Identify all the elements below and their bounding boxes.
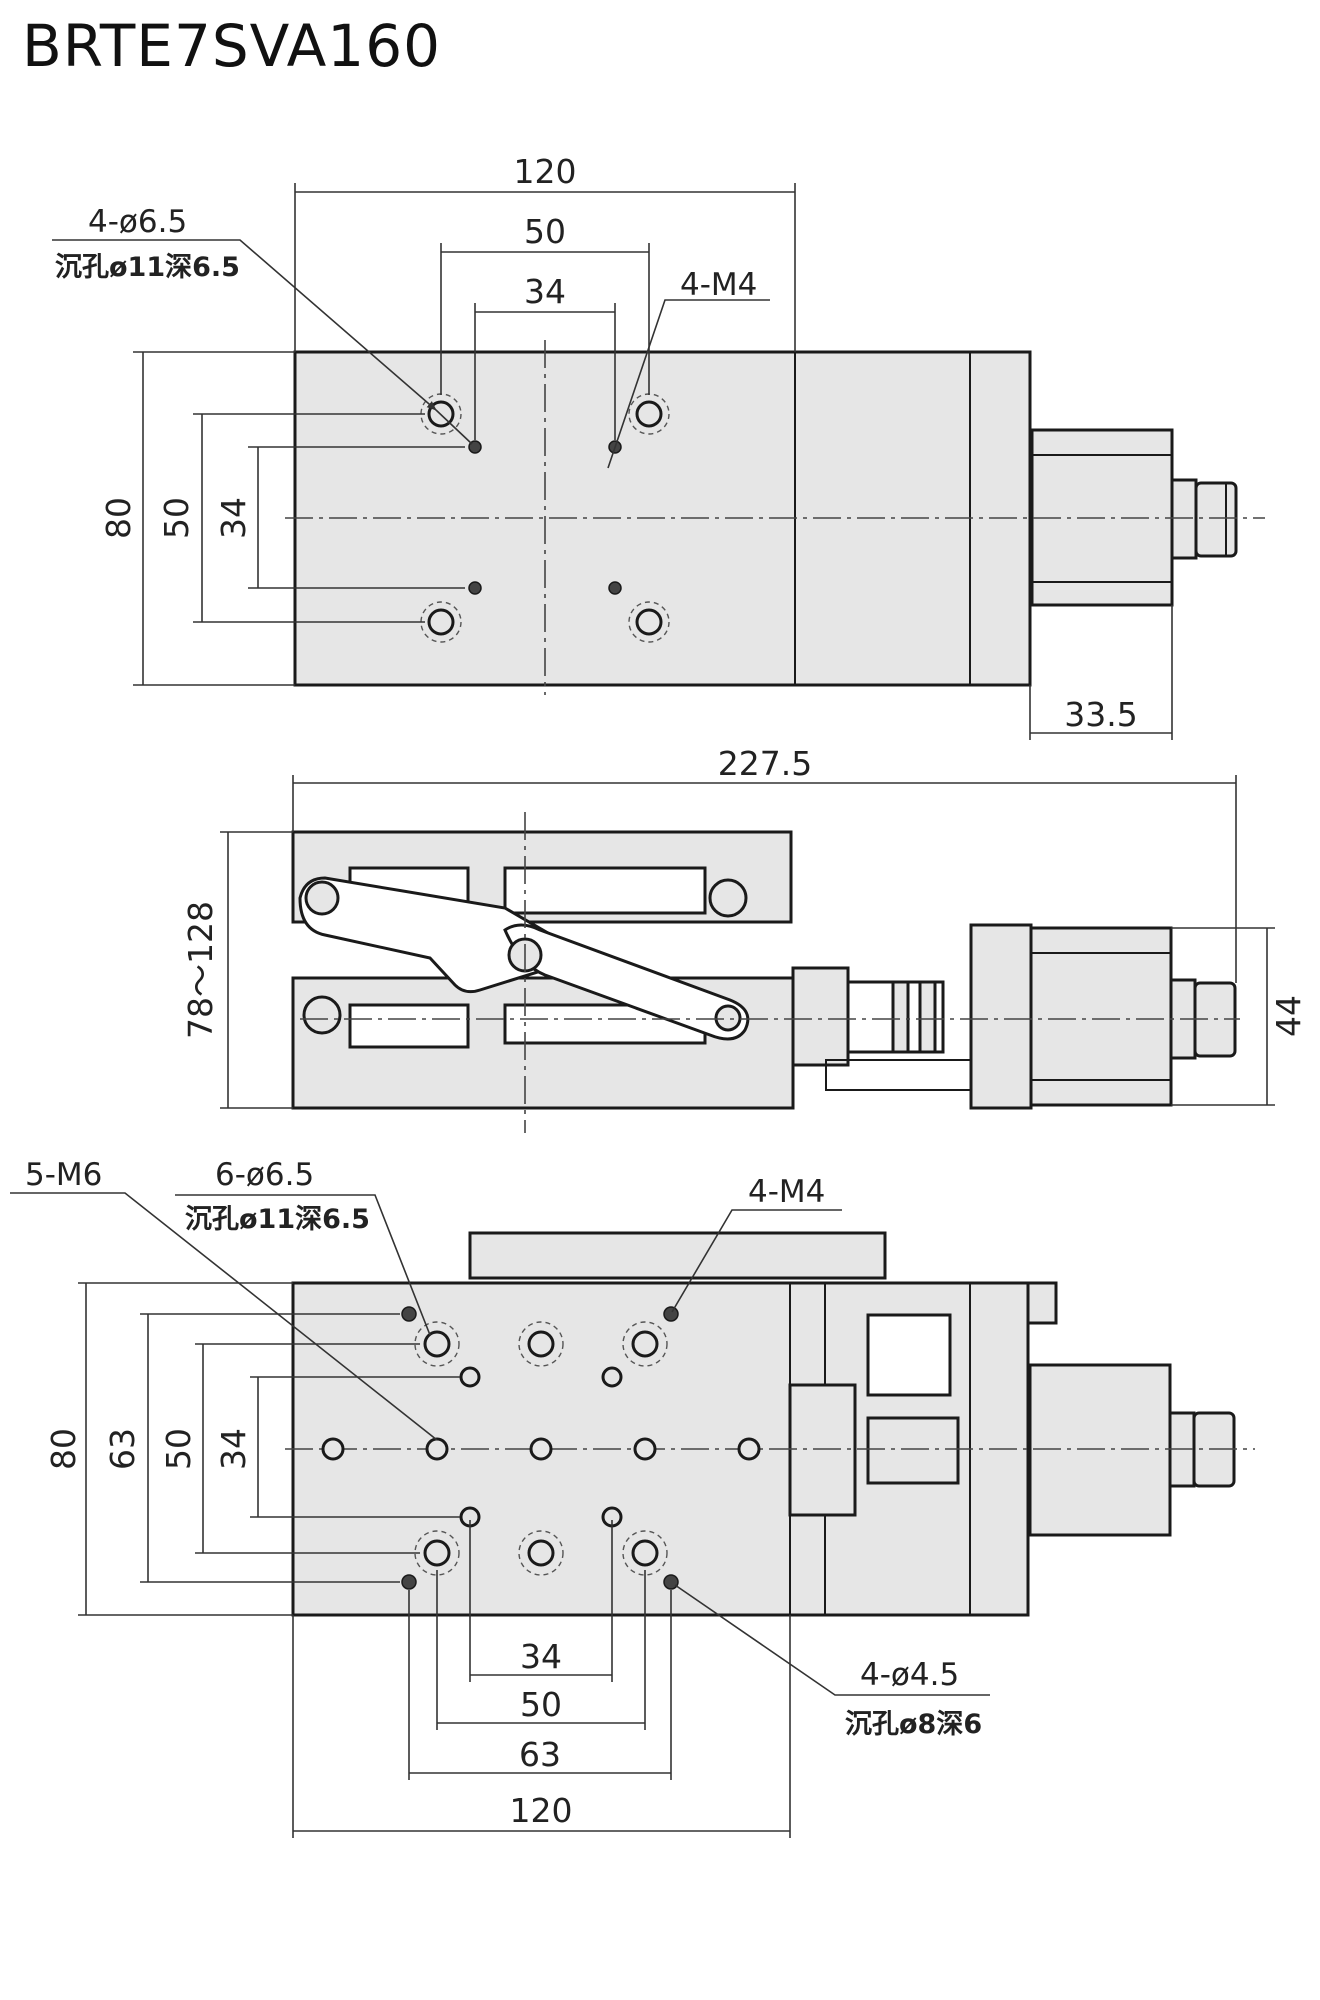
top-dim-50-vertical: 50	[157, 497, 196, 539]
bottom-m6-hole	[321, 1437, 345, 1461]
bottom-m6-hole	[633, 1437, 657, 1461]
bottom-dim-34: 34	[520, 1637, 562, 1676]
side-motor	[1029, 926, 1173, 1107]
bottom-callout-small-sub: 沉孔ø8深6	[845, 1709, 982, 1740]
bottom-view: 34 50 63 120 80 63 50 34 5-M6 6-ø6.5	[10, 1157, 1255, 1838]
bottom-small-hole	[663, 1574, 679, 1590]
top-dim-120: 120	[514, 152, 577, 191]
top-dim-50: 50	[524, 212, 566, 251]
bottom-callout-small: 4-ø4.5	[860, 1657, 959, 1693]
bottom-dim-63: 63	[519, 1735, 561, 1774]
top-counterbore-hole	[628, 393, 670, 435]
top-callout-thread: 4-M4	[680, 267, 757, 303]
bottom-counterbore-hole	[622, 1530, 668, 1576]
side-dim-height-range: 78～128	[181, 901, 220, 1039]
bottom-dim-63-vertical: 63	[103, 1428, 142, 1470]
side-motor-block	[969, 923, 1033, 1110]
bottom-m4-hole	[601, 1366, 623, 1388]
bottom-m4-hole	[459, 1366, 481, 1388]
top-counterbore-hole	[420, 601, 462, 643]
bottom-small-hole	[401, 1574, 417, 1590]
bottom-callout-thread: 4-M4	[748, 1174, 825, 1210]
bottom-dim-50: 50	[520, 1685, 562, 1724]
top-view: 120 50 34 80 50 34 33.5 4-ø6.5 沉孔ø11深6.5	[52, 152, 1265, 740]
bottom-counterbore-hole	[518, 1530, 564, 1576]
top-dim-34-vertical: 34	[214, 497, 253, 539]
drawing-title: BRTE7SVA160	[22, 12, 442, 80]
top-callout-holes-sub: 沉孔ø11深6.5	[55, 252, 240, 283]
side-dim-44: 44	[1269, 995, 1308, 1037]
bottom-callout-m6: 5-M6	[25, 1157, 102, 1193]
side-dim-227-5: 227.5	[718, 744, 812, 783]
bottom-counterbore-hole	[518, 1321, 564, 1367]
bottom-dim-50-vertical: 50	[159, 1428, 198, 1470]
bottom-dim-120: 120	[510, 1791, 573, 1830]
bottom-counterbore-hole	[414, 1530, 460, 1576]
top-counterbore-hole	[628, 601, 670, 643]
bottom-motor	[1028, 1363, 1172, 1537]
bottom-dim-80: 80	[44, 1428, 83, 1470]
bottom-callout-holes-sub: 沉孔ø11深6.5	[185, 1204, 370, 1235]
top-dim-80: 80	[99, 497, 138, 539]
side-scissor-arm	[298, 876, 572, 994]
top-thread-hole	[468, 581, 482, 595]
bottom-m6-hole	[425, 1437, 449, 1461]
side-lead-screw-block	[791, 966, 850, 1067]
top-dim-33-5: 33.5	[1064, 695, 1137, 734]
bottom-small-hole	[401, 1306, 417, 1322]
bottom-m6-hole	[737, 1437, 761, 1461]
bottom-rail	[468, 1231, 887, 1280]
top-knob	[1170, 478, 1198, 560]
bottom-m6-hole	[529, 1437, 553, 1461]
top-dim-34: 34	[524, 272, 566, 311]
top-thread-hole	[608, 581, 622, 595]
bottom-small-hole	[663, 1306, 679, 1322]
top-knob-cap	[1194, 481, 1238, 558]
top-callout-holes: 4-ø6.5	[88, 204, 187, 240]
bottom-counterbore-hole	[414, 1321, 460, 1367]
bottom-dim-34-vertical: 34	[214, 1428, 253, 1470]
bottom-counterbore-hole	[622, 1321, 668, 1367]
bottom-callout-holes: 6-ø6.5	[215, 1157, 314, 1193]
side-view: 227.5 78～128 44	[181, 744, 1308, 1133]
